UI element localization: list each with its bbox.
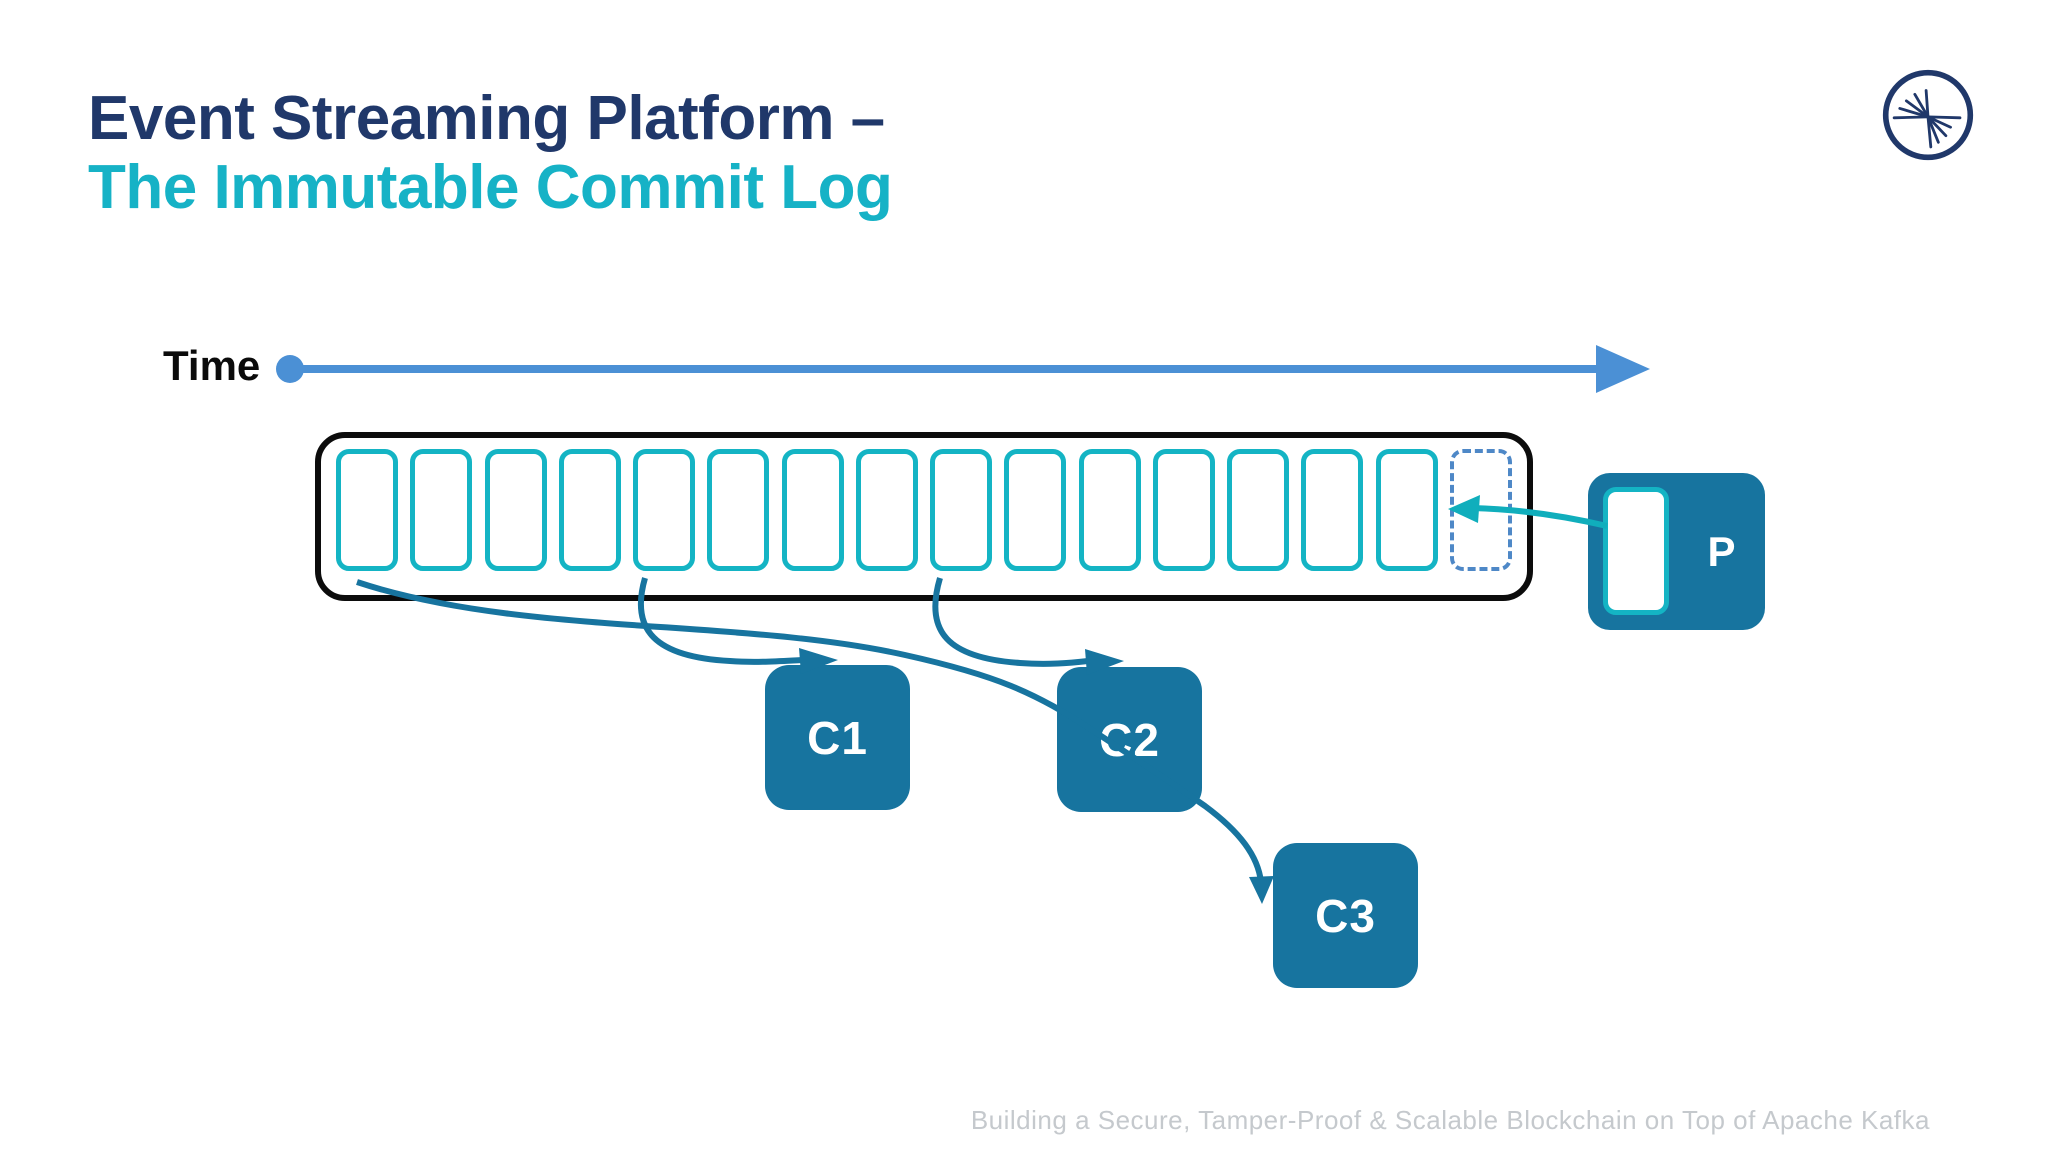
log-next-slot-dashed-cell	[1449, 449, 1512, 571]
title-line-2: The Immutable Commit Log	[88, 153, 893, 222]
consumer-c1-box: C1	[765, 665, 910, 810]
time-axis-label: Time	[163, 342, 261, 389]
confluent-logo-icon	[1882, 69, 1974, 161]
footer-caption: Building a Secure, Tamper-Proof & Scalab…	[970, 1105, 1930, 1135]
log-cell	[484, 449, 547, 571]
log-cell	[1227, 449, 1290, 571]
consumer-c2-label: C2	[1099, 713, 1160, 766]
log-cell	[410, 449, 473, 571]
log-cell	[707, 449, 770, 571]
consumer-c3-box: C3	[1273, 843, 1418, 988]
commit-log	[315, 432, 1533, 601]
producer-record-cell	[1603, 487, 1669, 615]
producer-label: P	[1707, 527, 1737, 575]
log-cell	[1375, 449, 1438, 571]
log-cell	[781, 449, 844, 571]
producer-box: P	[1588, 473, 1765, 630]
log-cell	[633, 449, 696, 571]
log-cell	[930, 449, 993, 571]
log-cell	[1301, 449, 1364, 571]
page-title: Event Streaming Platform – The Immutable…	[88, 84, 893, 222]
time-axis-arrow-icon	[1596, 345, 1650, 393]
consumer-c1-label: C1	[807, 711, 868, 764]
title-line-1: Event Streaming Platform –	[88, 84, 885, 153]
log-cell	[558, 449, 621, 571]
log-cell	[1004, 449, 1067, 571]
log-cell	[336, 449, 398, 571]
log-cell	[1078, 449, 1141, 571]
log-cell	[1152, 449, 1215, 571]
log-cell	[855, 449, 918, 571]
arrowhead-c3-icon	[1249, 876, 1274, 904]
consumer-c3-label: C3	[1315, 889, 1376, 942]
time-axis-line	[290, 365, 1598, 373]
consumer-c2-box: C2	[1057, 667, 1202, 812]
